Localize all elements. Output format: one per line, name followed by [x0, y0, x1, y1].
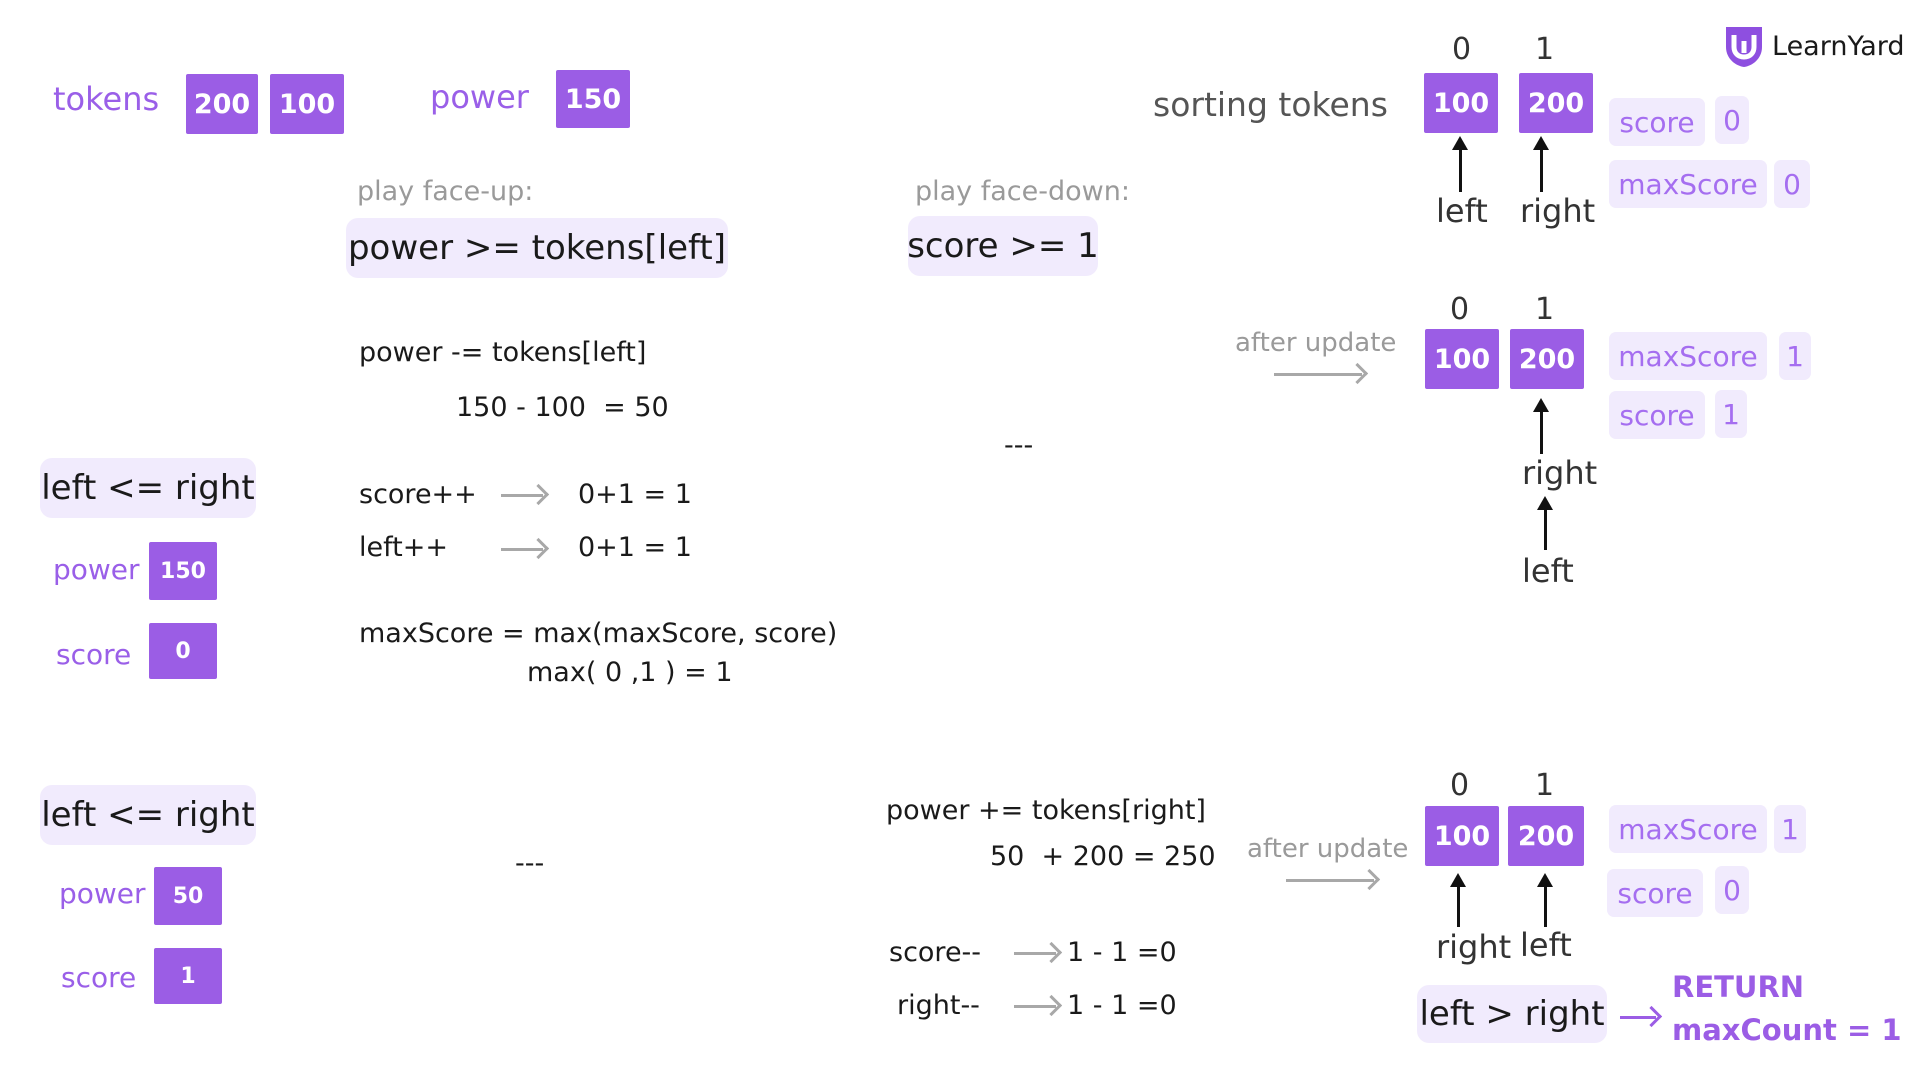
iter1-power-label: power — [53, 553, 140, 586]
iter1-score-calc: 0+1 = 1 — [578, 479, 692, 510]
iter1-max-calc: max( 0 ,1 ) = 1 — [527, 657, 733, 688]
iter2-score-arrow — [1014, 952, 1056, 955]
right-pointer-arrow-b — [1533, 398, 1549, 454]
sorted-box-0-b: 100 — [1425, 329, 1499, 389]
iter2-score-calc: 1 - 1 =0 — [1067, 937, 1177, 968]
left-pointer-arrow-c — [1537, 873, 1553, 927]
iter2-power-box: 50 — [154, 867, 222, 925]
iter1-score-arrow — [501, 494, 543, 497]
state3-max-value: 1 — [1774, 805, 1806, 853]
left-pointer-arrow — [1452, 136, 1468, 192]
power-box: 150 — [556, 70, 630, 128]
token-box-0: 200 — [186, 74, 258, 134]
index-1-c: 1 — [1535, 768, 1555, 803]
iter1-power-expr: power -= tokens[left] — [359, 337, 647, 368]
sorted-box-0-c: 100 — [1425, 806, 1499, 866]
iter1-loop-condition: left <= right — [40, 458, 256, 518]
left-pointer-label-c: left — [1520, 926, 1572, 964]
iter1-max-expr: maxScore = max(maxScore, score) — [359, 618, 838, 649]
tokens-label: tokens — [53, 80, 160, 118]
sorted-box-0: 100 — [1424, 73, 1498, 133]
learnyard-logo: LearnYard — [1722, 22, 1905, 70]
right-pointer-arrow-c — [1450, 873, 1466, 927]
iter2-score-label: score — [61, 961, 137, 994]
sorted-box-1: 200 — [1519, 73, 1593, 133]
iter1-power-box: 150 — [149, 542, 217, 600]
iter1-facedown-placeholder: --- — [1004, 430, 1034, 461]
iter2-score-box: 1 — [154, 948, 222, 1004]
iter2-faceup-placeholder: --- — [515, 848, 545, 879]
result-arrow — [1620, 1016, 1656, 1019]
iter2-loop-condition: left <= right — [40, 785, 256, 845]
state1-max-value: 0 — [1774, 160, 1810, 208]
after-update-label-2: after update — [1247, 834, 1409, 864]
after-update-arrow-2 — [1286, 879, 1374, 882]
iter1-score-box: 0 — [149, 623, 217, 679]
after-update-label-1: after update — [1235, 328, 1397, 358]
iter1-power-calc: 150 - 100 = 50 — [456, 392, 669, 423]
right-pointer-label-b: right — [1522, 454, 1598, 492]
sorting-label: sorting tokens — [1153, 85, 1388, 124]
left-pointer-label: left — [1436, 192, 1488, 230]
state3-max-label: maxScore — [1609, 805, 1767, 853]
iter2-score-expr: score-- — [889, 937, 982, 968]
iter2-power-label: power — [59, 877, 146, 910]
right-pointer-arrow — [1533, 136, 1549, 192]
index-1-b: 1 — [1535, 292, 1555, 327]
learnyard-logo-icon — [1726, 27, 1762, 67]
iter1-score-expr: score++ — [359, 479, 477, 510]
iter2-right-arrow — [1014, 1005, 1056, 1008]
faceup-condition: power >= tokens[left] — [346, 218, 728, 278]
iter2-right-expr: right-- — [897, 990, 980, 1021]
result-return-value: maxCount = 1 — [1672, 1013, 1902, 1047]
state2-max-value: 1 — [1779, 332, 1811, 380]
after-update-arrow-1 — [1274, 373, 1362, 376]
left-pointer-arrow-b — [1537, 496, 1553, 550]
state1-score-value: 0 — [1715, 96, 1749, 144]
state3-score-value: 0 — [1715, 866, 1749, 914]
iter2-power-expr: power += tokens[right] — [886, 795, 1206, 826]
faceup-label: play face-up: — [357, 176, 534, 207]
iter2-right-calc: 1 - 1 =0 — [1067, 990, 1177, 1021]
power-label: power — [430, 78, 529, 116]
iter1-score-label: score — [56, 638, 132, 671]
state1-score-label: score — [1609, 98, 1705, 146]
state1-max-label: maxScore — [1609, 160, 1767, 208]
facedown-label: play face-down: — [915, 176, 1130, 207]
right-pointer-label: right — [1520, 192, 1596, 230]
facedown-condition: score >= 1 — [907, 216, 1099, 276]
iter1-left-arrow — [501, 548, 543, 551]
index-1: 1 — [1535, 32, 1555, 67]
iter1-left-expr: left++ — [359, 532, 448, 563]
index-0-c: 0 — [1450, 768, 1470, 803]
state2-max-label: maxScore — [1609, 332, 1767, 380]
sorted-box-1-b: 200 — [1510, 329, 1584, 389]
right-pointer-label-c: right — [1436, 928, 1512, 966]
left-pointer-label-b: left — [1522, 552, 1574, 590]
state3-score-label: score — [1607, 869, 1703, 917]
iter1-left-calc: 0+1 = 1 — [578, 532, 692, 563]
result-return-label: RETURN — [1672, 970, 1805, 1004]
sorted-box-1-c: 200 — [1508, 806, 1584, 866]
state2-score-value: 1 — [1715, 390, 1747, 438]
index-0-b: 0 — [1450, 292, 1470, 327]
iter2-power-calc: 50 + 200 = 250 — [990, 841, 1216, 872]
token-box-1: 100 — [270, 74, 344, 134]
learnyard-logo-text: LearnYard — [1772, 30, 1905, 62]
index-0: 0 — [1452, 32, 1472, 67]
state2-score-label: score — [1609, 391, 1705, 439]
result-condition: left > right — [1417, 985, 1607, 1043]
